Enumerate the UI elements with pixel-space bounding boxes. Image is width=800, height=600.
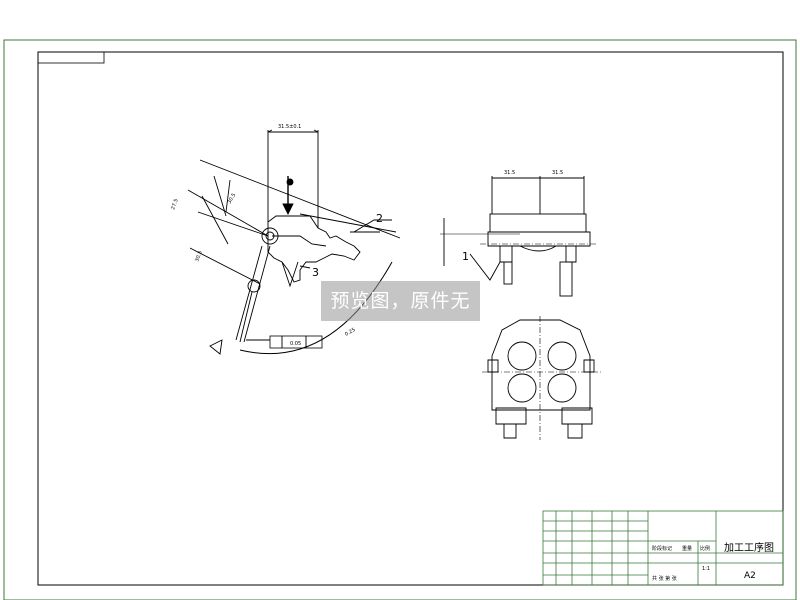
title-sheet: A2 bbox=[744, 571, 756, 581]
title-name: 加工工序图 bbox=[724, 541, 774, 554]
title-block bbox=[542, 510, 784, 586]
dim-diag-mid: 30.5 bbox=[227, 192, 238, 205]
dim-small-b: 0.25 bbox=[344, 327, 357, 338]
watermark: 预览图，原件无水印 bbox=[321, 281, 480, 352]
dim-tol-box: 0.05 bbox=[290, 341, 301, 347]
dim-side-right: 31.5 bbox=[552, 170, 563, 176]
title-sheet-label: 共 张 第 张 bbox=[652, 575, 677, 582]
title-stage-label: 阶段标记 bbox=[652, 545, 672, 552]
inner-border bbox=[37, 51, 784, 586]
dim-top: 31.5±0.1 bbox=[278, 124, 301, 130]
callout-1: 1 bbox=[462, 250, 469, 263]
title-weight-label: 重量 bbox=[682, 545, 692, 552]
outer-border bbox=[3, 39, 797, 600]
title-scale: 1:1 bbox=[702, 566, 710, 572]
side-view bbox=[440, 176, 598, 297]
plan-view bbox=[482, 316, 602, 440]
callout-2: 2 bbox=[376, 212, 383, 225]
callout-3: 3 bbox=[312, 266, 319, 279]
title-ratio-label: 比例 bbox=[700, 545, 710, 552]
dim-diag-long: 27.5 bbox=[170, 198, 179, 211]
corner-code-box bbox=[37, 51, 105, 64]
dim-side-left: 31.5 bbox=[504, 170, 515, 176]
main-view bbox=[187, 129, 401, 355]
dim-small-a: 30.5 bbox=[194, 250, 203, 263]
